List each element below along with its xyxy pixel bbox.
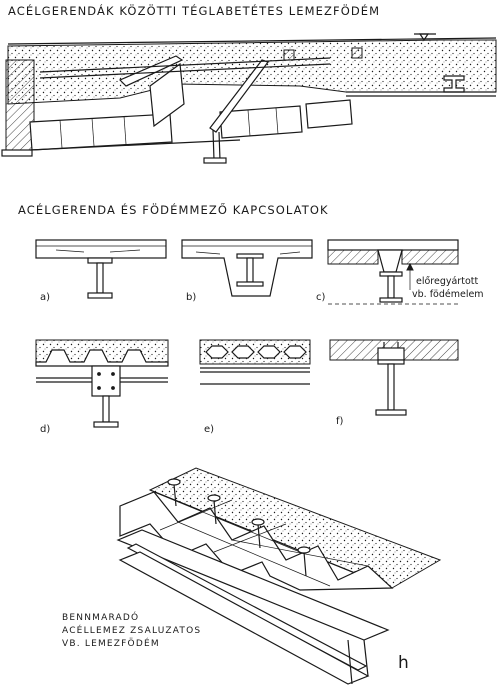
shear-stud: [207, 494, 221, 525]
detail-f: f): [329, 339, 459, 427]
caption-h-line2: ACÉLLEMEZ ZSALUZATOS: [62, 624, 201, 636]
annotation-c-line1: előregyártott: [416, 276, 478, 287]
top-slab-drawing: [1, 33, 497, 164]
label-h: h: [398, 653, 409, 673]
label-a: a): [40, 292, 50, 303]
label-f: f): [336, 416, 344, 427]
detail-h: [116, 467, 442, 685]
shear-stud: [167, 478, 181, 507]
detail-a: a): [35, 239, 167, 303]
top-title: ACÉLGERENDÁK KÖZÖTTI TÉGLABETÉTES LEMEZF…: [8, 2, 380, 18]
shear-stud: [297, 546, 311, 577]
label-b: b): [186, 292, 196, 303]
detail-d: d): [35, 339, 169, 435]
detail-e: e): [199, 339, 311, 435]
label-e: e): [204, 424, 214, 435]
label-c: c): [316, 292, 325, 303]
detail-b: b): [181, 239, 313, 303]
caption-h-line1: BENNMARADÓ: [62, 611, 139, 623]
annotation-c-line2: vb. födémelem: [412, 289, 484, 300]
middle-title: ACÉLGERENDA ÉS FÖDÉMMEZŐ KAPCSOLATOK: [18, 201, 329, 217]
label-d: d): [40, 424, 50, 435]
caption-h-line3: VB. LEMEZFÖDÉM: [62, 637, 160, 649]
detail-c: előregyártott vb. födémelem c): [316, 239, 484, 305]
shear-stud: [251, 518, 265, 549]
